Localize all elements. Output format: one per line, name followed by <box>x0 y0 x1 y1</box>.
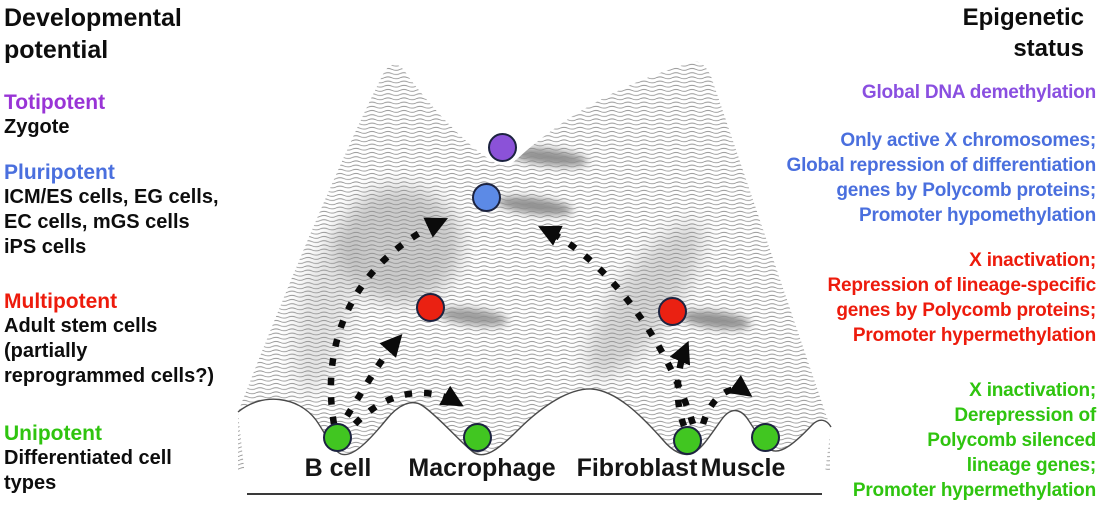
heading-unipotent: Unipotent <box>4 422 102 445</box>
cell-label-fibroblast: Fibroblast <box>576 454 698 482</box>
epigenetic-block-unipotent: X inactivation; Derepression of Polycomb… <box>676 378 1096 503</box>
macrophage-node <box>463 423 492 452</box>
epigenetic-line: X inactivation; <box>969 250 1096 271</box>
heading-totipotent: Totipotent <box>4 91 106 114</box>
cell-label-muscle: Muscle <box>700 454 786 482</box>
arrow-bcell-to-multipotent <box>344 334 403 418</box>
right-title-line2: status <box>1013 35 1084 62</box>
epigenetic-line: genes by Polycomb proteins; <box>836 300 1096 321</box>
epigenetic-line: X inactivation; <box>969 380 1096 401</box>
heading-multipotent: Multipotent <box>4 290 118 313</box>
section-totipotent: Totipotent Zygote <box>4 90 254 140</box>
cell-label-macrophage: Macrophage <box>408 454 556 482</box>
section-multipotent: Multipotent Adult stem cells (partially … <box>4 289 254 389</box>
epigenetic-line: Repression of lineage-specific <box>827 275 1096 296</box>
right-panel-title: Epigenetic status <box>963 2 1084 64</box>
pluripotent-line: EC cells, mGS cells <box>4 211 190 233</box>
left-title-line2: potential <box>4 36 109 64</box>
arrow-bcell-to-macrophage <box>352 385 464 427</box>
multipotent-line: (partially <box>4 340 88 362</box>
epigenetic-line: Global DNA demethylation <box>861 82 1096 103</box>
epigenetic-line: Polycomb silenced <box>927 430 1096 451</box>
epigenetic-line: Global repression of differentiation <box>786 155 1096 176</box>
epigenetic-line: Promoter hypermethylation <box>852 325 1096 346</box>
zygote-node <box>488 133 517 162</box>
right-title-line1: Epigenetic <box>962 4 1084 31</box>
section-unipotent: Unipotent Differentiated cell types <box>4 421 254 496</box>
epigenetic-block-totipotent: Global DNA demethylation <box>676 80 1096 105</box>
arrow-fibroblast-to-pluripotent <box>538 225 697 425</box>
arrow-fibroblast-to-multipotent <box>669 340 691 428</box>
totipotent-line: Zygote <box>4 116 70 138</box>
left-panel-title: Developmental potential <box>4 2 182 66</box>
unipotent-line: Differentiated cell <box>4 447 172 469</box>
epigenetic-line: Promoter hypermethylation <box>852 480 1096 501</box>
epigenetic-line: Derepression of <box>954 405 1096 426</box>
epigenetic-line: Only active X chromosomes; <box>840 130 1096 151</box>
muscle-node <box>751 423 780 452</box>
left-title-line1: Developmental <box>4 4 182 32</box>
epigenetic-line: lineage genes; <box>966 455 1096 476</box>
pluripotent-line: iPS cells <box>4 236 87 258</box>
section-pluripotent: Pluripotent ICM/ES cells, EG cells, EC c… <box>4 160 254 260</box>
fibroblast-node <box>673 426 702 455</box>
multipotent-line: Adult stem cells <box>4 315 158 337</box>
heading-pluripotent: Pluripotent <box>4 161 115 184</box>
epigenetic-block-multipotent: X inactivation; Repression of lineage-sp… <box>676 248 1096 348</box>
cell-label-bcell: B cell <box>304 454 372 482</box>
pluripotent-line: ICM/ES cells, EG cells, <box>4 186 219 208</box>
multipotent-line: reprogrammed cells?) <box>4 365 215 387</box>
epigenetic-line: genes by Polycomb proteins; <box>836 180 1096 201</box>
epigenetic-block-pluripotent: Only active X chromosomes; Global repres… <box>676 128 1096 228</box>
multipotent-node-right <box>658 297 687 326</box>
arrows-layer <box>327 217 753 428</box>
pluripotent-node <box>472 183 501 212</box>
multipotent-node-left <box>416 293 445 322</box>
b-cell-node <box>323 423 352 452</box>
unipotent-line: types <box>4 472 57 494</box>
epigenetic-line: Promoter hypomethylation <box>859 205 1096 226</box>
